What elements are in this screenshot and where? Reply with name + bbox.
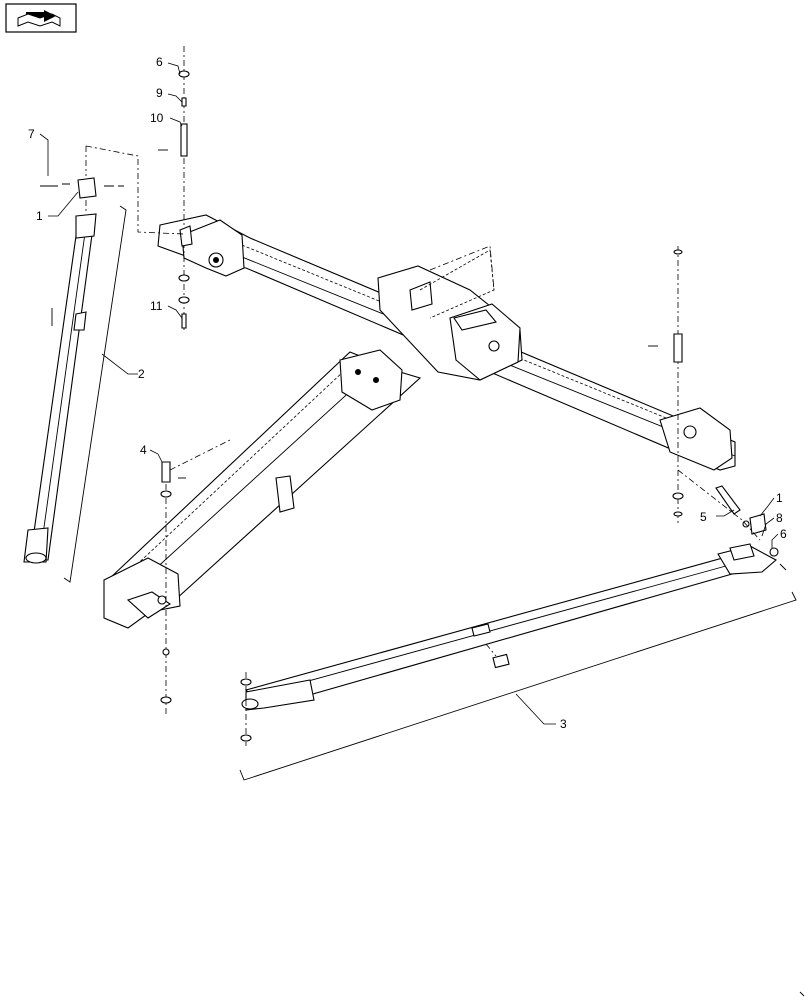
callout-4: 4 <box>140 443 147 457</box>
pin-stack-left-upper <box>158 46 193 330</box>
callout-2: 2 <box>138 367 145 381</box>
tongue-front-yoke <box>103 557 181 629</box>
callout-7: 7 <box>28 127 35 141</box>
nav-button[interactable] <box>5 3 77 33</box>
corner-mark <box>799 991 805 997</box>
assembly-line-tongue <box>169 439 231 471</box>
callout-6-right: 6 <box>780 527 787 541</box>
callout-10: 10 <box>150 111 164 125</box>
book-arrow-icon <box>17 10 61 27</box>
pin-stack-rod-end <box>240 672 252 746</box>
right-end-bracket <box>659 407 733 471</box>
callout-3: 3 <box>560 717 567 731</box>
left-support-rod <box>23 213 97 564</box>
pin-stack-right <box>648 246 684 524</box>
callouts: 6 9 10 7 1 11 2 4 1 8 5 6 3 <box>28 55 787 731</box>
pin-stack-left-lower <box>160 461 186 716</box>
callout-11: 11 <box>150 299 163 313</box>
callout-1-right: 1 <box>776 491 783 505</box>
drawbar-tongue <box>107 351 422 605</box>
center-hitch-casting <box>377 265 523 381</box>
callout-1-left: 1 <box>36 209 43 223</box>
leader-lines <box>39 62 779 725</box>
assembly-line-left <box>85 145 185 235</box>
tongue-plate <box>339 349 403 411</box>
left-end-bracket <box>181 219 245 277</box>
tongue-tab <box>275 475 295 513</box>
left-clevis <box>40 177 124 199</box>
assembly-line-right <box>677 469 761 541</box>
right-clevis <box>715 485 787 571</box>
bracket-item-2 <box>63 205 127 583</box>
callout-5: 5 <box>700 510 707 524</box>
callout-9: 9 <box>156 86 163 100</box>
assembly-line-drawbar <box>429 245 495 291</box>
assembly-line-bottom <box>485 643 497 657</box>
bracket-item-3 <box>239 591 797 781</box>
callout-8: 8 <box>776 511 783 525</box>
lower-stay-rod <box>241 543 777 711</box>
callout-6-top: 6 <box>156 55 163 69</box>
